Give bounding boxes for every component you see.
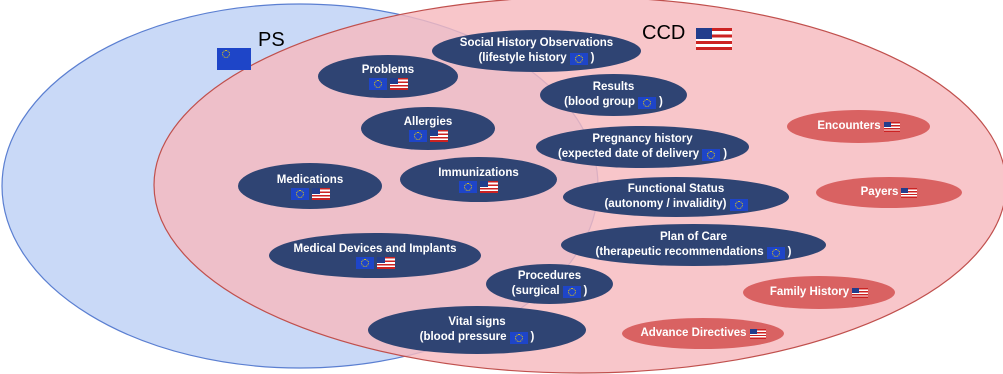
node-title: Immunizations: [438, 167, 519, 179]
node-title: Social History Observations: [459, 37, 614, 49]
us-flag-icon: [901, 187, 918, 198]
node-title: Family History: [769, 286, 850, 298]
us-flag-icon: [696, 28, 732, 50]
us-flag-icon: [883, 121, 900, 132]
node-vital-signs: Vital signs (blood pressure): [368, 306, 586, 354]
node-title: Procedures: [517, 270, 582, 282]
node-title: Vital signs: [448, 316, 506, 328]
eu-flag-icon: [408, 130, 427, 142]
node-subtitle: (blood group: [564, 96, 636, 108]
eu-flag-icon: [368, 78, 387, 90]
node-title: Advance Directives: [640, 327, 747, 339]
us-flag-icon: [852, 287, 869, 298]
eu-flag-icon: [729, 198, 748, 211]
node-subtitle: (surgical: [511, 285, 560, 297]
us-flag-icon: [389, 78, 408, 90]
node-title: Allergies: [403, 116, 453, 128]
eu-flag-icon: [766, 246, 785, 259]
eu-flag-icon: [355, 257, 374, 269]
node-plan-of-care: Plan of Care (therapeutic recommendation…: [561, 224, 826, 266]
node-subtitle: (therapeutic recommendations: [595, 246, 764, 258]
eu-flag-icon: [217, 48, 251, 70]
eu-flag-icon: [459, 181, 477, 193]
node-family-history: Family History: [743, 276, 895, 309]
eu-flag-icon: [290, 187, 309, 200]
node-subtitle-end: ): [583, 285, 588, 297]
us-flag-icon: [749, 328, 766, 339]
eu-flag-icon: [569, 52, 588, 65]
node-subtitle-end: ): [530, 331, 535, 343]
ccd-set-label: CCD: [642, 22, 686, 44]
node-subtitle-end: ): [787, 246, 792, 258]
node-social-history: Social History Observations (lifestyle h…: [432, 30, 641, 72]
node-pregnancy-history: Pregnancy history (expected date of deli…: [536, 126, 749, 168]
node-subtitle-end: ): [659, 96, 663, 108]
node-subtitle: (blood pressure: [419, 331, 507, 343]
node-problems: Problems: [318, 55, 458, 98]
eu-flag-icon: [638, 96, 657, 109]
node-subtitle: (lifestyle history: [478, 52, 567, 64]
node-title: Medical Devices and Implants: [293, 243, 457, 255]
node-procedures: Procedures (surgical): [486, 264, 613, 304]
node-functional-status: Functional Status (autonomy / invalidity…: [563, 177, 789, 217]
node-subtitle: (autonomy / invalidity): [604, 198, 727, 210]
node-allergies: Allergies: [361, 107, 495, 150]
us-flag-icon: [376, 257, 395, 269]
node-subtitle: (expected date of delivery: [557, 148, 700, 160]
node-title: Pregnancy history: [592, 133, 693, 145]
node-payers: Payers: [816, 177, 962, 208]
node-subtitle-end: ): [723, 148, 728, 160]
eu-flag-icon: [702, 148, 721, 161]
node-title: Payers: [860, 186, 899, 198]
node-title: Results: [592, 81, 635, 93]
node-title: Encounters: [817, 120, 881, 132]
node-immunizations: Immunizations: [400, 157, 557, 202]
node-results: Results (blood group): [540, 74, 687, 116]
node-advance-directives: Advance Directives: [622, 318, 784, 349]
us-flag-icon: [429, 130, 448, 142]
eu-flag-icon: [509, 331, 528, 344]
node-encounters: Encounters: [787, 110, 930, 143]
us-flag-icon: [311, 187, 330, 200]
node-title: Medications: [276, 173, 344, 186]
ps-set-label: PS: [258, 29, 285, 51]
node-medical-devices: Medical Devices and Implants: [269, 233, 481, 278]
node-title: Plan of Care: [659, 231, 728, 243]
node-medications: Medications: [238, 163, 382, 209]
node-title: Problems: [361, 64, 415, 76]
node-title: Functional Status: [627, 183, 725, 195]
eu-flag-icon: [562, 285, 581, 298]
node-subtitle-end: ): [590, 52, 595, 64]
us-flag-icon: [480, 181, 498, 193]
